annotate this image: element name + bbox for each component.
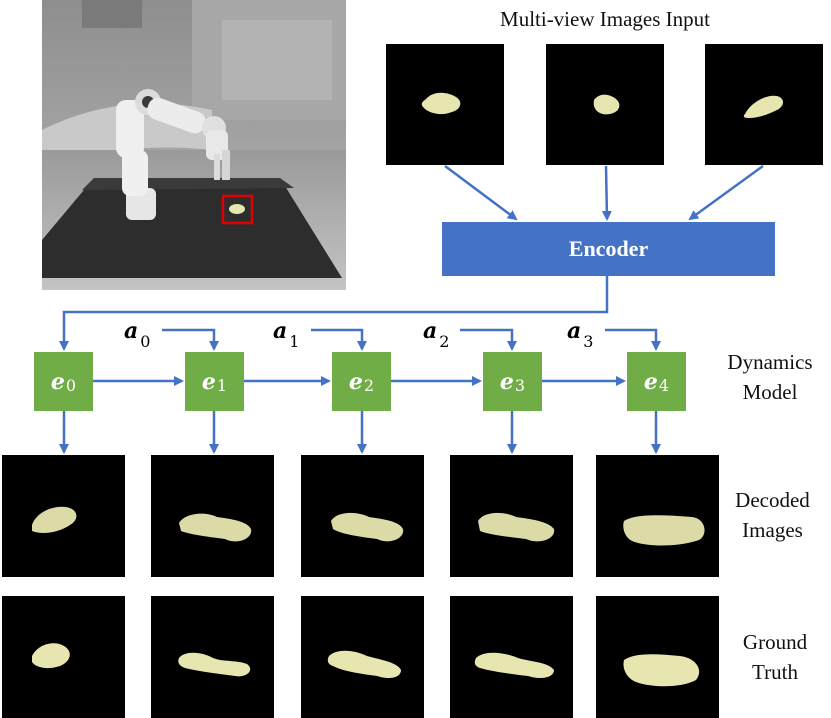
- dynamics-model-label: Dynamics Model: [715, 347, 825, 407]
- decoded-image-2: [301, 455, 424, 577]
- encoder-block: Encoder: [442, 222, 775, 276]
- decoded-image-0: [2, 455, 125, 577]
- decoded-image-1: [151, 455, 274, 577]
- ground-truth-label: Ground Truth: [725, 627, 825, 687]
- decoded-image-4: [596, 455, 719, 577]
- ground-truth-image-0: [2, 596, 125, 718]
- ground-truth-image-2: [301, 596, 424, 718]
- decoded-images-label: Decoded Images: [720, 485, 825, 545]
- ground-truth-label-line1: Ground: [742, 630, 808, 654]
- input-label: Multi-view Images Input: [500, 7, 710, 31]
- input-view-1: [386, 44, 504, 165]
- decoded-image-3: [450, 455, 573, 577]
- dynamics-label-line2: Model: [742, 380, 798, 404]
- ground-truth-image-1: [151, 596, 274, 718]
- ground-truth-image-3: [450, 596, 573, 718]
- input-view-3: [705, 44, 823, 165]
- decoded-label-line1: Decoded: [735, 488, 810, 512]
- robot-scene-image: [42, 0, 346, 290]
- decoded-label-line2: Images: [742, 518, 803, 542]
- ground-truth-image-4: [596, 596, 719, 718]
- dynamics-label-line1: Dynamics: [727, 350, 813, 374]
- input-view-2: [546, 44, 664, 165]
- ground-truth-label-line2: Truth: [752, 660, 798, 684]
